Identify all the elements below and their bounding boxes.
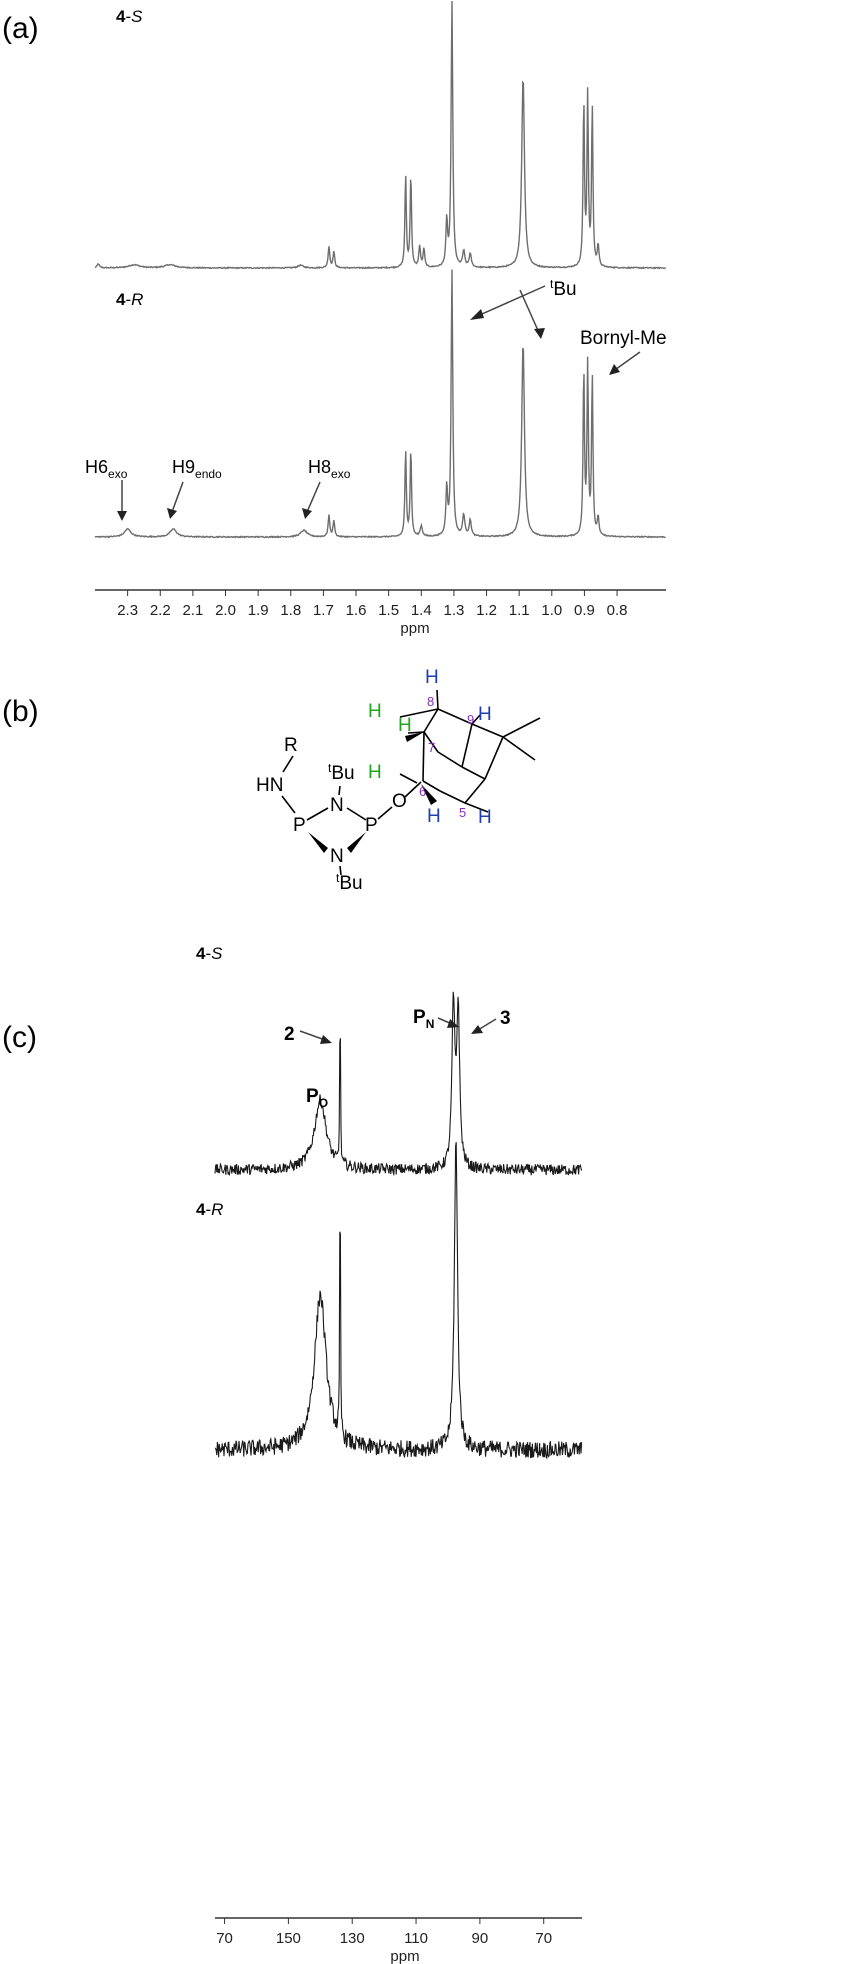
peak-PN-arrowhead: [447, 1019, 459, 1028]
wedge-C7: [405, 732, 424, 742]
p31-x-tick-label: 90: [472, 1930, 489, 1947]
peak-2-arrow: [299, 1030, 326, 1041]
atom-HN: HN: [256, 775, 283, 796]
trace-31p-4R-label: 4-R: [196, 1200, 223, 1219]
molecular-structure: R HN P N N P O tBu tBu: [256, 667, 541, 894]
tbu-arrowhead-1: [470, 309, 484, 320]
h1-x-tick-label: 1.2: [476, 602, 497, 619]
h1-x-tick-label: 0.8: [607, 602, 628, 619]
H-8a: H: [425, 667, 439, 688]
H-6b: H: [427, 806, 441, 827]
peak-PN-label: PN: [413, 1007, 434, 1031]
h1-x-tick-label: 1.9: [248, 602, 269, 619]
H-9: H: [478, 704, 492, 725]
tbu-arrow-1: [472, 285, 546, 319]
h9-arrow: [171, 481, 184, 513]
trace-4S-label: 4-S: [116, 7, 143, 26]
bornyl-arrowhead: [609, 364, 620, 375]
spectrum-1h-4S: [94, 0, 667, 270]
p31-x-tick-label: 130: [340, 1930, 365, 1947]
spectrum-31p-4S: [214, 991, 583, 1177]
h1-x-tick-label: 1.6: [346, 602, 367, 619]
p31-x-tick-label: 150: [276, 1930, 301, 1947]
h1-x-tick-label: 2.2: [150, 602, 171, 619]
h1-x-tick-label: 1.3: [443, 602, 464, 619]
carbon-9: 9: [467, 712, 474, 727]
peak-3-arrow: [477, 1018, 497, 1031]
h9-arrowhead: [167, 508, 177, 519]
carbon-6: 6: [419, 784, 426, 799]
H-6a: H: [368, 762, 382, 783]
h8-exo-annotation: H8exo: [308, 457, 351, 481]
carbon-5: 5: [459, 805, 466, 820]
p31-x-axis-label: ppm: [390, 1948, 419, 1964]
H-7: H: [398, 715, 412, 736]
h1-x-tick-label: 1.4: [411, 602, 432, 619]
h1-x-tick-label: 1.5: [378, 602, 399, 619]
tbu-arrow-2: [519, 289, 541, 336]
h1-x-tick-label: 2.3: [117, 602, 138, 619]
tbu-top: tBu: [328, 761, 355, 784]
peak-3-label: 3: [500, 1008, 511, 1029]
atom-P-right: P: [365, 815, 378, 836]
peak-2-label: 2: [284, 1024, 295, 1045]
H-5: H: [478, 807, 492, 828]
bornyl-me-annotation: Bornyl-Me: [580, 328, 667, 349]
tbu-bottom: tBu: [336, 871, 363, 894]
p31-x-tick-label: 70: [216, 1930, 233, 1947]
p31-x-tick-label: 70: [535, 1930, 552, 1947]
atom-N-top: N: [330, 795, 344, 816]
carbon-7: 7: [428, 740, 435, 755]
wedge-C6: [421, 784, 437, 805]
H-8b: H: [368, 701, 382, 722]
tbu-annotation: tBu: [550, 277, 577, 300]
h1-x-tick-label: 0.9: [574, 602, 595, 619]
atom-P-left: P: [293, 815, 306, 836]
h1-x-tick-label: 1.1: [509, 602, 530, 619]
peak-PO-label: PO: [306, 1086, 328, 1110]
h8-arrowhead: [302, 508, 312, 519]
wedge-P-N-right: [347, 832, 366, 853]
panel-c-label: (c): [2, 1021, 37, 1054]
h6-exo-annotation: H6exo: [85, 457, 128, 481]
h1-x-tick-label: 1.8: [280, 602, 301, 619]
atom-R: R: [284, 735, 298, 756]
h1-nmr-plot: 2.3 2.2 2.1 2.0 1.9 1.8 1.7 1.6 1.5 1.4 1.3 1.2 1.1 1…: [94, 0, 667, 637]
spectrum-1h-4R: [94, 269, 666, 539]
wedge-P-N-left: [308, 832, 328, 853]
h8-arrow: [306, 481, 321, 513]
h1-x-tick-label: 2.0: [215, 602, 236, 619]
h1-x-tick-label: 2.1: [182, 602, 203, 619]
h6-arrowhead: [117, 511, 127, 521]
h1-x-tick-label: 1.0: [541, 602, 562, 619]
panel-b-label: (b): [2, 695, 39, 728]
atom-N-bottom: N: [330, 846, 344, 867]
carbon-8: 8: [427, 694, 434, 709]
h1-x-axis-label: ppm: [400, 620, 429, 637]
bonds: [281, 689, 541, 876]
atom-O: O: [392, 791, 407, 812]
h1-x-tick-label: 1.7: [313, 602, 334, 619]
panel-a-label: (a): [2, 12, 39, 45]
peak-2-arrowhead: [320, 1035, 332, 1044]
trace-31p-4S-label: 4-S: [196, 944, 223, 963]
spectrum-31p-4R: [214, 1142, 583, 1460]
tbu-arrowhead-2: [534, 328, 545, 339]
trace-4R-label: 4-R: [116, 290, 143, 309]
p31-x-tick-label: 110: [404, 1930, 428, 1947]
peak-3-arrowhead: [471, 1025, 483, 1034]
h9-endo-annotation: H9endo: [172, 457, 222, 481]
p31-nmr-plot: 70 150 130 110 90 70 ppm: [214, 991, 583, 1964]
